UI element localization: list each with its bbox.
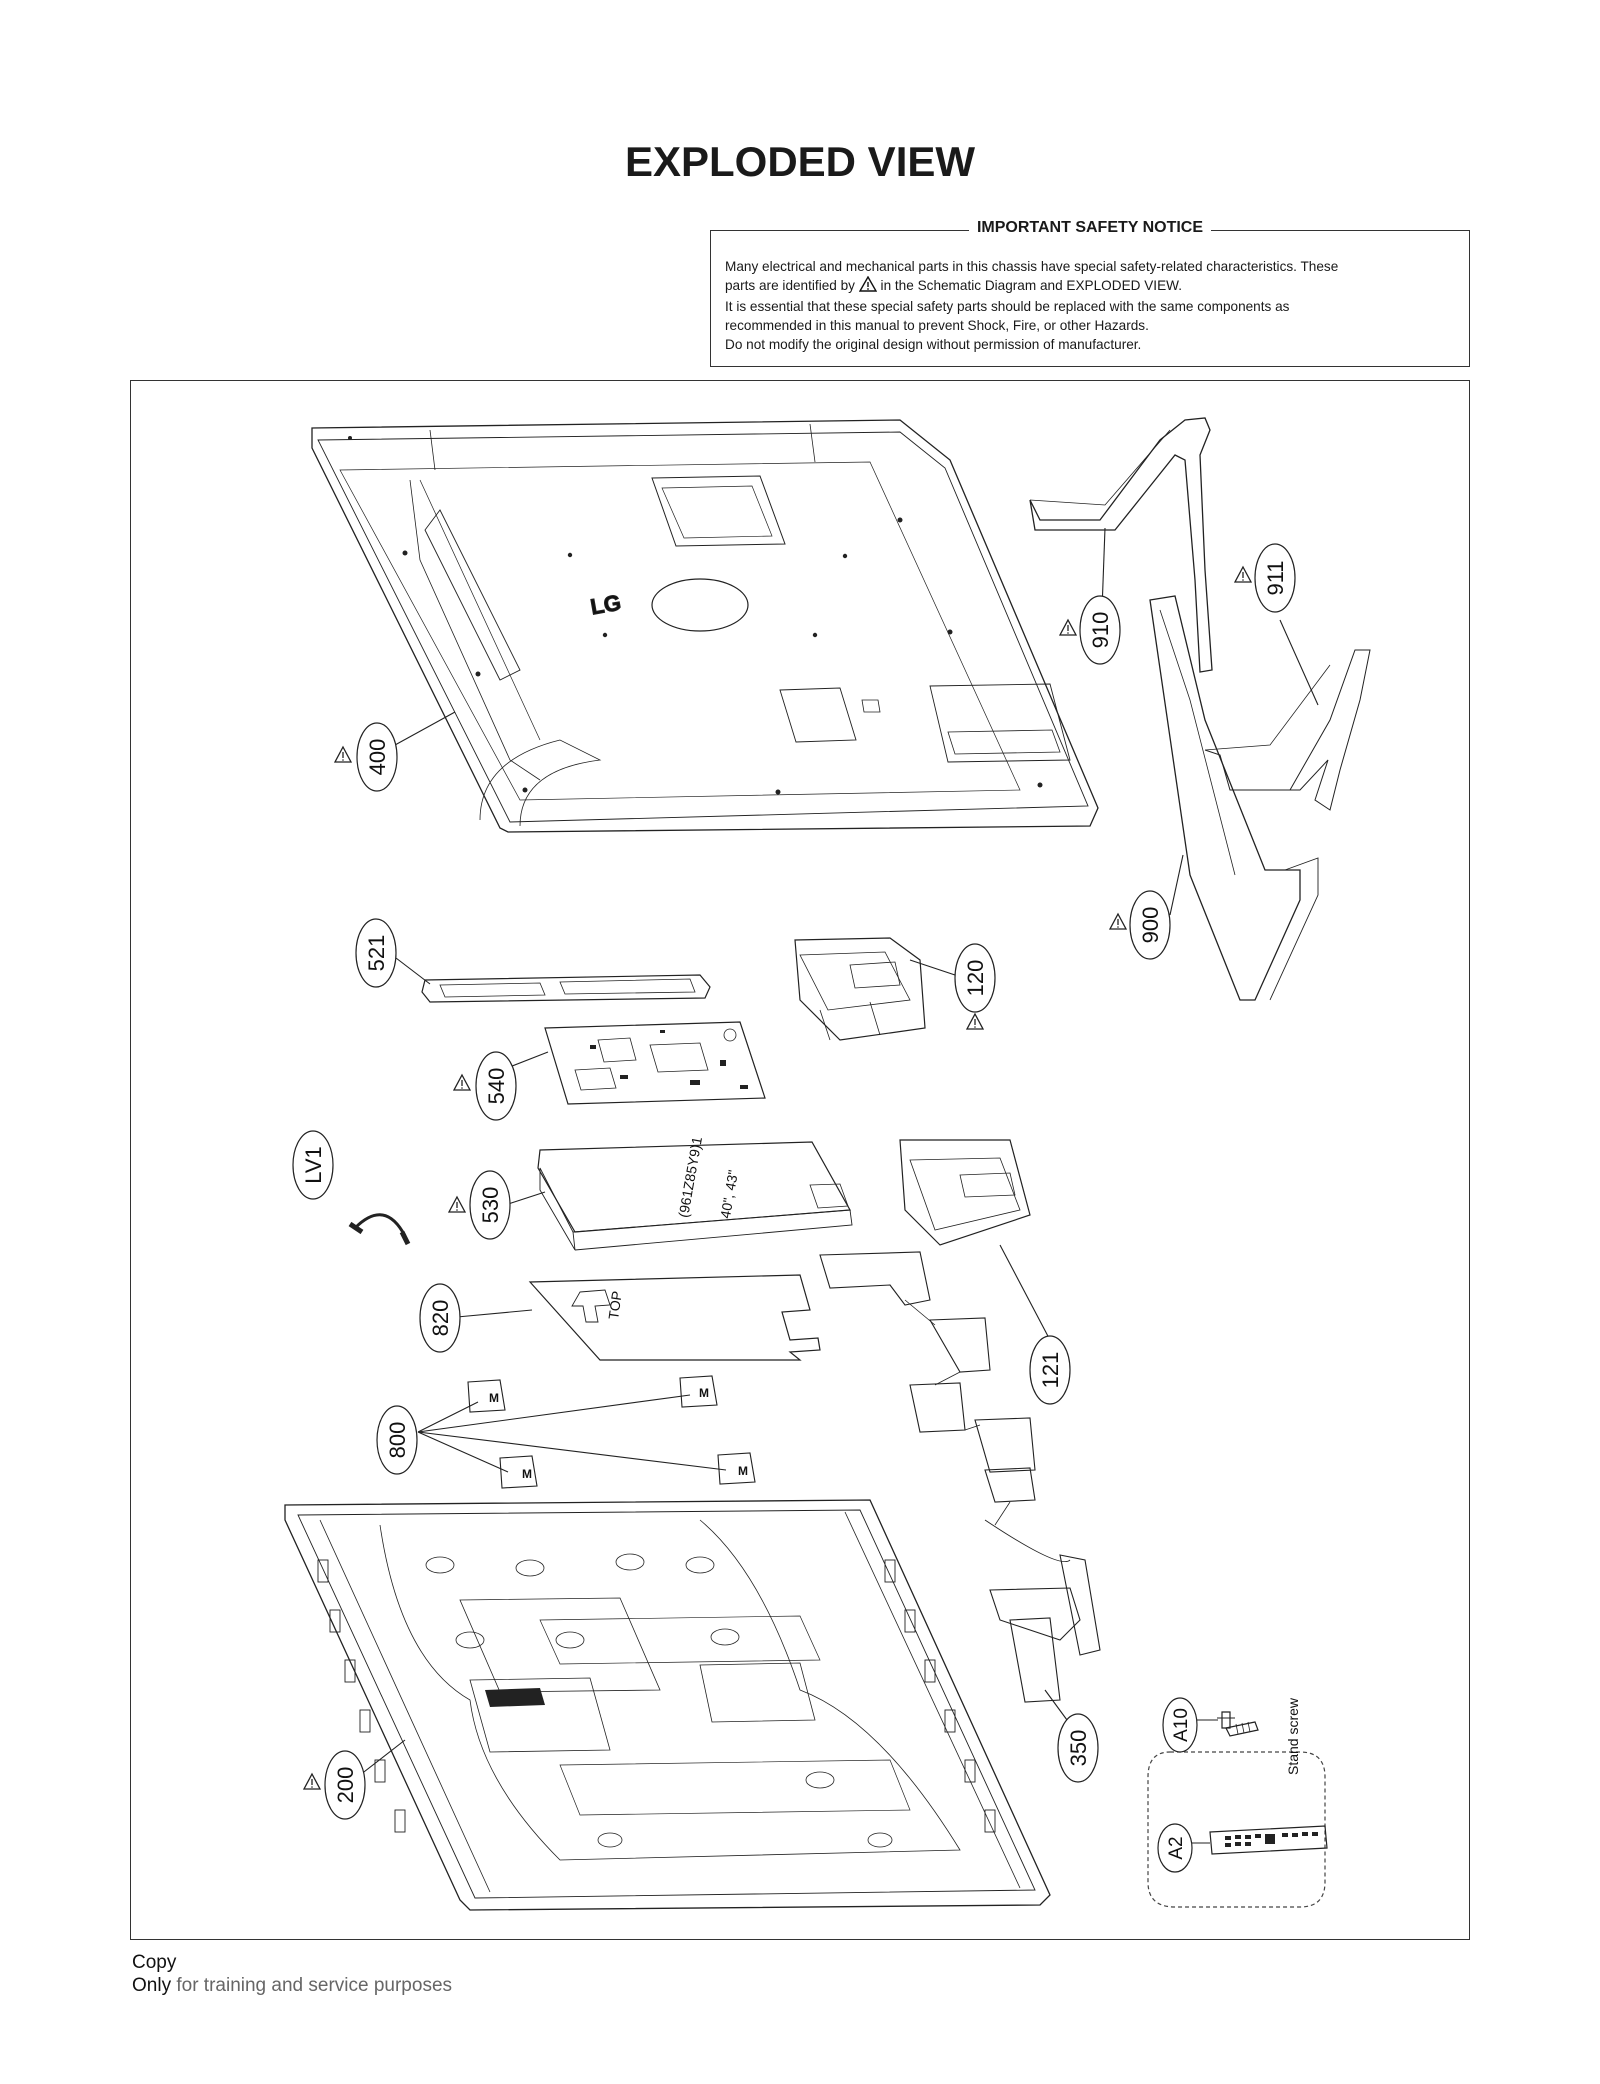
footer-usage-faded: for training and service purposes bbox=[176, 1975, 453, 1996]
power-supply-cover-part bbox=[794, 937, 926, 1041]
part-number-120: 120 bbox=[963, 960, 988, 997]
page-title: EXPLODED VIEW bbox=[624, 138, 976, 185]
main-board-part bbox=[544, 1021, 766, 1105]
safety-notice-line: It is essential that these special safet… bbox=[725, 299, 1290, 314]
part-number-lv1: LV1 bbox=[301, 1146, 326, 1184]
part-number-911: 911 bbox=[1263, 560, 1288, 595]
part-number-200: 200 bbox=[333, 1767, 358, 1804]
stand-assembly-part bbox=[1029, 417, 1371, 1001]
safety-warning-icon bbox=[303, 566, 1252, 1790]
safety-notice-line: parts are identified by bbox=[725, 278, 855, 293]
insulation-sheet-part bbox=[528, 1274, 821, 1361]
power-board-model-text: (961Z85Y9)1 bbox=[675, 1135, 705, 1218]
clip-letter: M bbox=[738, 1464, 748, 1478]
part-number-530: 530 bbox=[478, 1187, 503, 1224]
safety-notice-line: Do not modify the original design withou… bbox=[725, 337, 1142, 352]
diagram-frame bbox=[130, 380, 1470, 1940]
safety-notice-line: Many electrical and mechanical parts in … bbox=[725, 259, 1339, 274]
part-number-540: 540 bbox=[484, 1068, 509, 1105]
part-number-521: 521 bbox=[364, 935, 389, 972]
lg-logo-text: LG bbox=[588, 590, 622, 620]
stand-screw-label: Stand screw bbox=[1285, 1697, 1301, 1775]
stand-screw-part bbox=[1217, 1711, 1259, 1737]
clip-letter: M bbox=[489, 1391, 499, 1405]
callout-ellipses bbox=[292, 543, 1296, 1873]
cover-bracket-part bbox=[819, 1251, 1101, 1703]
power-board-size-text: 40", 43" bbox=[717, 1169, 741, 1220]
safety-notice-line: in the Schematic Diagram and EXPLODED VI… bbox=[880, 278, 1182, 293]
part-number-a10: A10 bbox=[1171, 1708, 1192, 1742]
footer-usage-start: Only bbox=[132, 1975, 172, 1996]
part-number-400: 400 bbox=[365, 739, 390, 776]
accessories-box bbox=[1147, 1751, 1326, 1908]
clip-letter: M bbox=[699, 1386, 709, 1400]
remote-control-part bbox=[1209, 1825, 1328, 1855]
safety-notice-box: IMPORTANT SAFETY NOTICE Many electrical … bbox=[710, 219, 1470, 367]
part-number-121: 121 bbox=[1038, 1352, 1063, 1389]
warning-triangle-icon bbox=[858, 275, 877, 297]
sheet-top-text: TOP bbox=[605, 1290, 625, 1320]
part-number-900: 900 bbox=[1138, 907, 1163, 944]
safety-notice-heading: IMPORTANT SAFETY NOTICE bbox=[968, 219, 1212, 236]
clip-letter: M bbox=[522, 1467, 532, 1481]
power-board-part bbox=[537, 1141, 853, 1251]
safety-notice-line: recommended in this manual to prevent Sh… bbox=[725, 318, 1149, 333]
power-board-cover-part bbox=[899, 1139, 1031, 1246]
main-board-bracket-part bbox=[421, 974, 711, 1003]
lvds-cable-part bbox=[348, 1213, 411, 1246]
footer-usage: Only for training and service purposes bbox=[132, 1975, 452, 1997]
callout-leader bbox=[359, 527, 1319, 1844]
stand-clip-part bbox=[467, 1375, 756, 1489]
part-number-350: 350 bbox=[1066, 1730, 1091, 1767]
back-cover-part bbox=[311, 419, 1099, 833]
callout-leader bbox=[417, 1394, 727, 1473]
part-number-910: 910 bbox=[1088, 612, 1113, 649]
part-number-800: 800 bbox=[385, 1422, 410, 1459]
lcd-module-part bbox=[284, 1499, 1051, 1911]
safety-notice-body: Many electrical and mechanical parts in … bbox=[725, 257, 1455, 354]
part-number-820: 820 bbox=[428, 1300, 453, 1337]
footer-copyright: Copy bbox=[132, 1952, 177, 1973]
part-number-a2: A2 bbox=[1166, 1836, 1187, 1859]
